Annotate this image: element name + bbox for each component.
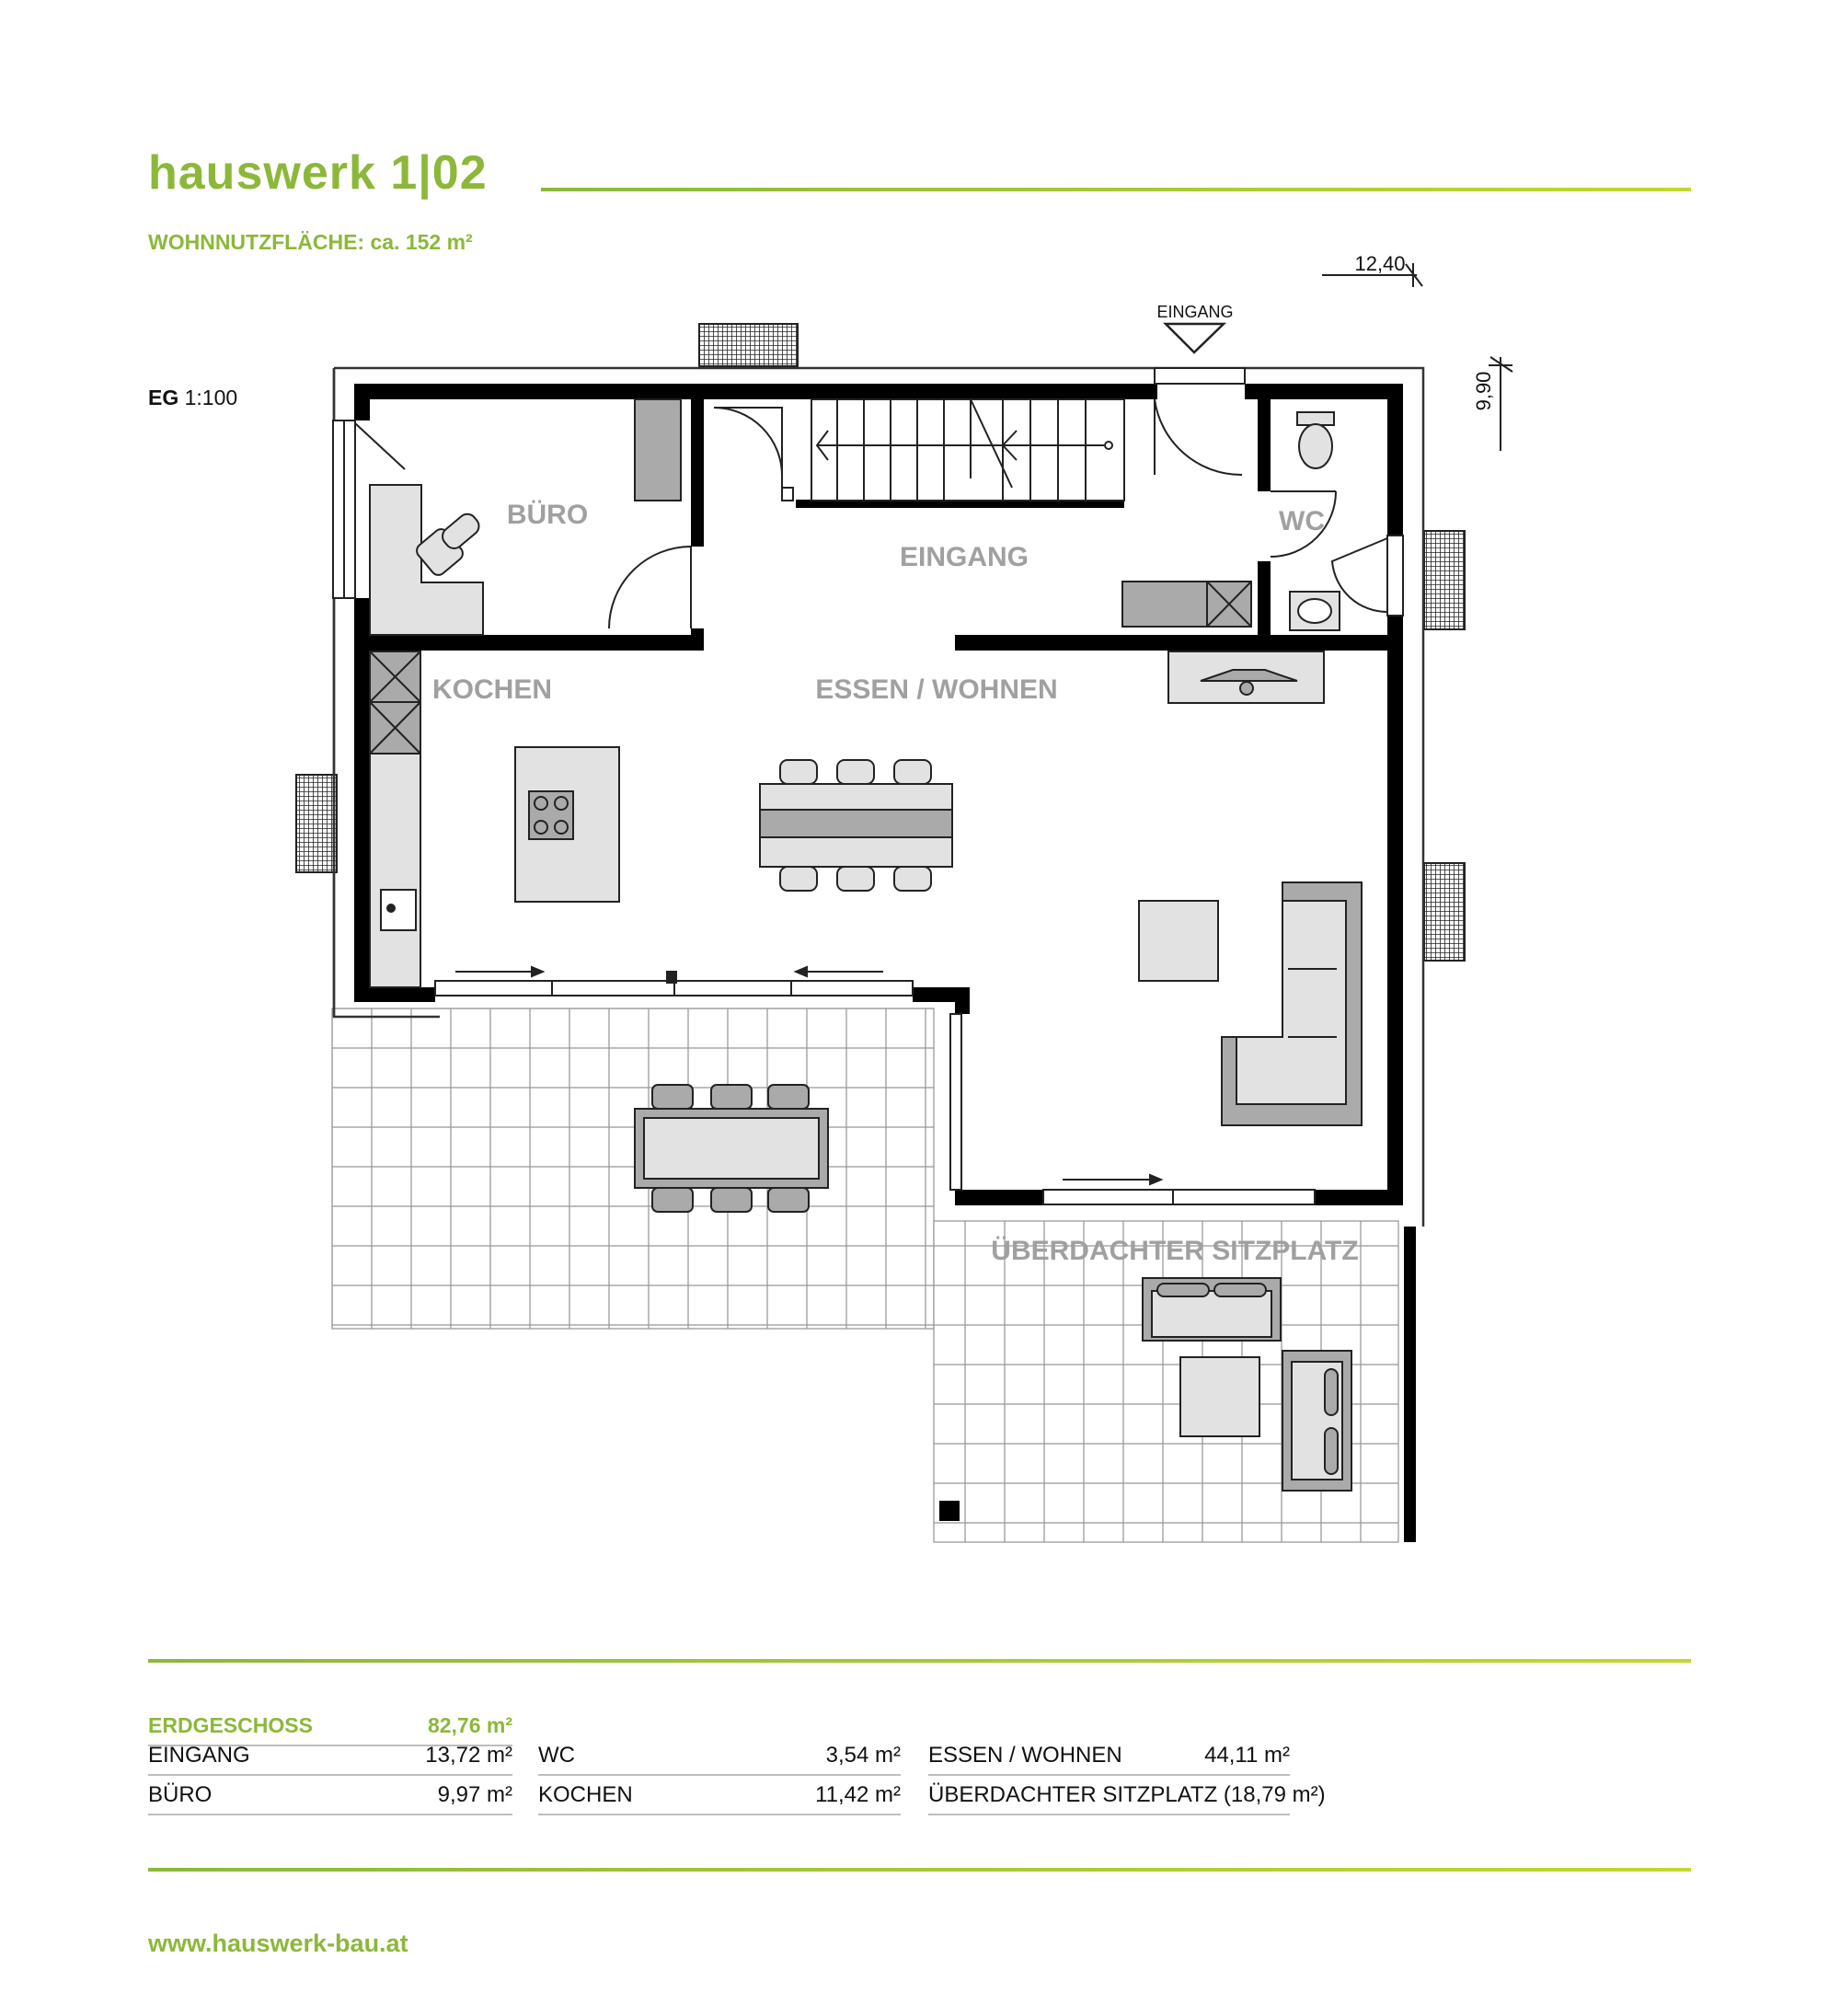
entrance-marker-label: EINGANG [1156, 303, 1233, 321]
area-label: WC [538, 1743, 575, 1768]
room-label-buero: BÜRO [507, 500, 588, 530]
wall-left-upper [354, 384, 370, 420]
wall-left [354, 598, 370, 1002]
floor-scale: EG 1:100 [148, 386, 237, 410]
area-value: 13,72 m² [425, 1743, 512, 1768]
terrace-tiles [331, 1008, 935, 1330]
staircase [811, 398, 1125, 501]
terrace-post [939, 1501, 960, 1521]
wall-bottom-right-a [955, 1190, 1043, 1205]
area-label: ESSEN / WOHNEN [928, 1743, 1122, 1768]
area-row-wc: WC 3,54 m² [538, 1737, 901, 1776]
wall-step [955, 987, 970, 1014]
room-label-sitzplatz: ÜBERDACHTER SITZPLATZ [991, 1236, 1358, 1266]
website-link[interactable]: www.hauswerk-bau.at [148, 1930, 408, 1957]
side-table [1138, 900, 1219, 982]
window-top-door [1154, 367, 1246, 385]
title-rule [541, 188, 1691, 191]
hall-wardrobe [1121, 581, 1208, 628]
light-well-right-bottom [1423, 862, 1466, 962]
wall-right [1387, 384, 1403, 1205]
door-frame-stair [781, 487, 794, 501]
door-wc [1270, 490, 1337, 558]
rule-top [148, 1659, 1691, 1663]
scale-value: 1:100 [184, 386, 238, 409]
wall-office-right-top [691, 399, 704, 547]
wall-office-bottom [370, 635, 701, 651]
area-total-row: ERDGESCHOSS 82,76 m² [148, 1713, 512, 1746]
office-chair-icon [416, 513, 480, 576]
light-well-left [295, 774, 338, 873]
sliding-door-living [1042, 1189, 1316, 1205]
area-value: 9,97 m² [437, 1782, 512, 1807]
toilet-icon [1298, 423, 1333, 469]
room-label-kochen: KOCHEN [432, 674, 552, 705]
area-total-label: ERDGESCHOSS [148, 1713, 313, 1737]
room-label-essen-wohnen: ESSEN / WOHNEN [815, 674, 1057, 705]
wall-office-right-bottom [691, 628, 704, 651]
outer-wall-contour [334, 366, 1425, 1227]
area-total-value: 82,76 m² [427, 1713, 512, 1737]
area-value: 3,54 m² [825, 1743, 901, 1768]
wall-hall-bottom [955, 635, 1387, 651]
dimension-width: 12,40 [1354, 252, 1405, 275]
door-entrance [1154, 398, 1243, 477]
terrace-chairs [651, 1084, 810, 1213]
wall-top-left [354, 384, 1157, 399]
floor-code: EG [148, 386, 179, 409]
area-label: EINGANG [148, 1743, 250, 1768]
area-value: 11,42 m² [815, 1782, 901, 1807]
lounge-table [1179, 1356, 1260, 1437]
wall-top-right [1245, 384, 1403, 399]
wall-stair-bottom [796, 500, 1124, 508]
office-desk [369, 484, 484, 636]
stair-steps [836, 399, 1087, 500]
door-window-right [1330, 537, 1388, 614]
area-row-kochen: KOCHEN 11,42 m² [538, 1777, 901, 1815]
wc-cistern [1296, 411, 1335, 426]
area-row-essen-wohnen: ESSEN / WOHNEN 44,11 m² [928, 1737, 1290, 1776]
covered-terrace-post-wall [1404, 1227, 1416, 1542]
rule-bottom [148, 1868, 1691, 1872]
door-office [608, 546, 692, 629]
wall-wc-left-bottom [1258, 561, 1271, 635]
wall-wc-left-top [1258, 399, 1271, 491]
kitchen-sink [380, 889, 417, 931]
door-window-left [354, 422, 406, 470]
dining-chairs [779, 759, 932, 892]
area-row-buero: BÜRO 9,97 m² [148, 1777, 512, 1815]
door-stair [713, 407, 783, 493]
wall-bottom-right-b [1315, 1190, 1403, 1205]
area-label: KOCHEN [538, 1782, 633, 1807]
area-row-eingang: EINGANG 13,72 m² [148, 1737, 512, 1776]
area-value: 44,11 m² [1204, 1743, 1290, 1768]
entrance-arrow-icon [1162, 322, 1227, 354]
wall-bottom-left [354, 987, 435, 1002]
living-area-subtitle: WOHNNUTZFLÄCHE: ca. 152 m² [148, 230, 473, 254]
light-well-top [698, 323, 799, 367]
area-label: BÜRO [148, 1782, 213, 1807]
area-label: ÜBERDACHTER SITZPLATZ (18,79 m²) [928, 1782, 1326, 1807]
window-right-wc [1386, 535, 1404, 616]
area-row-sitzplatz: ÜBERDACHTER SITZPLATZ (18,79 m²) [928, 1777, 1326, 1815]
office-shelf [634, 398, 682, 501]
window-side-living [949, 1013, 962, 1191]
page-title: hauswerk 1|02 [148, 146, 488, 200]
room-label-eingang: EINGANG [900, 542, 1029, 572]
dimension-depth: 9,90 [1472, 372, 1495, 411]
light-well-right-top [1423, 530, 1466, 630]
room-label-wc: WC [1279, 506, 1325, 536]
